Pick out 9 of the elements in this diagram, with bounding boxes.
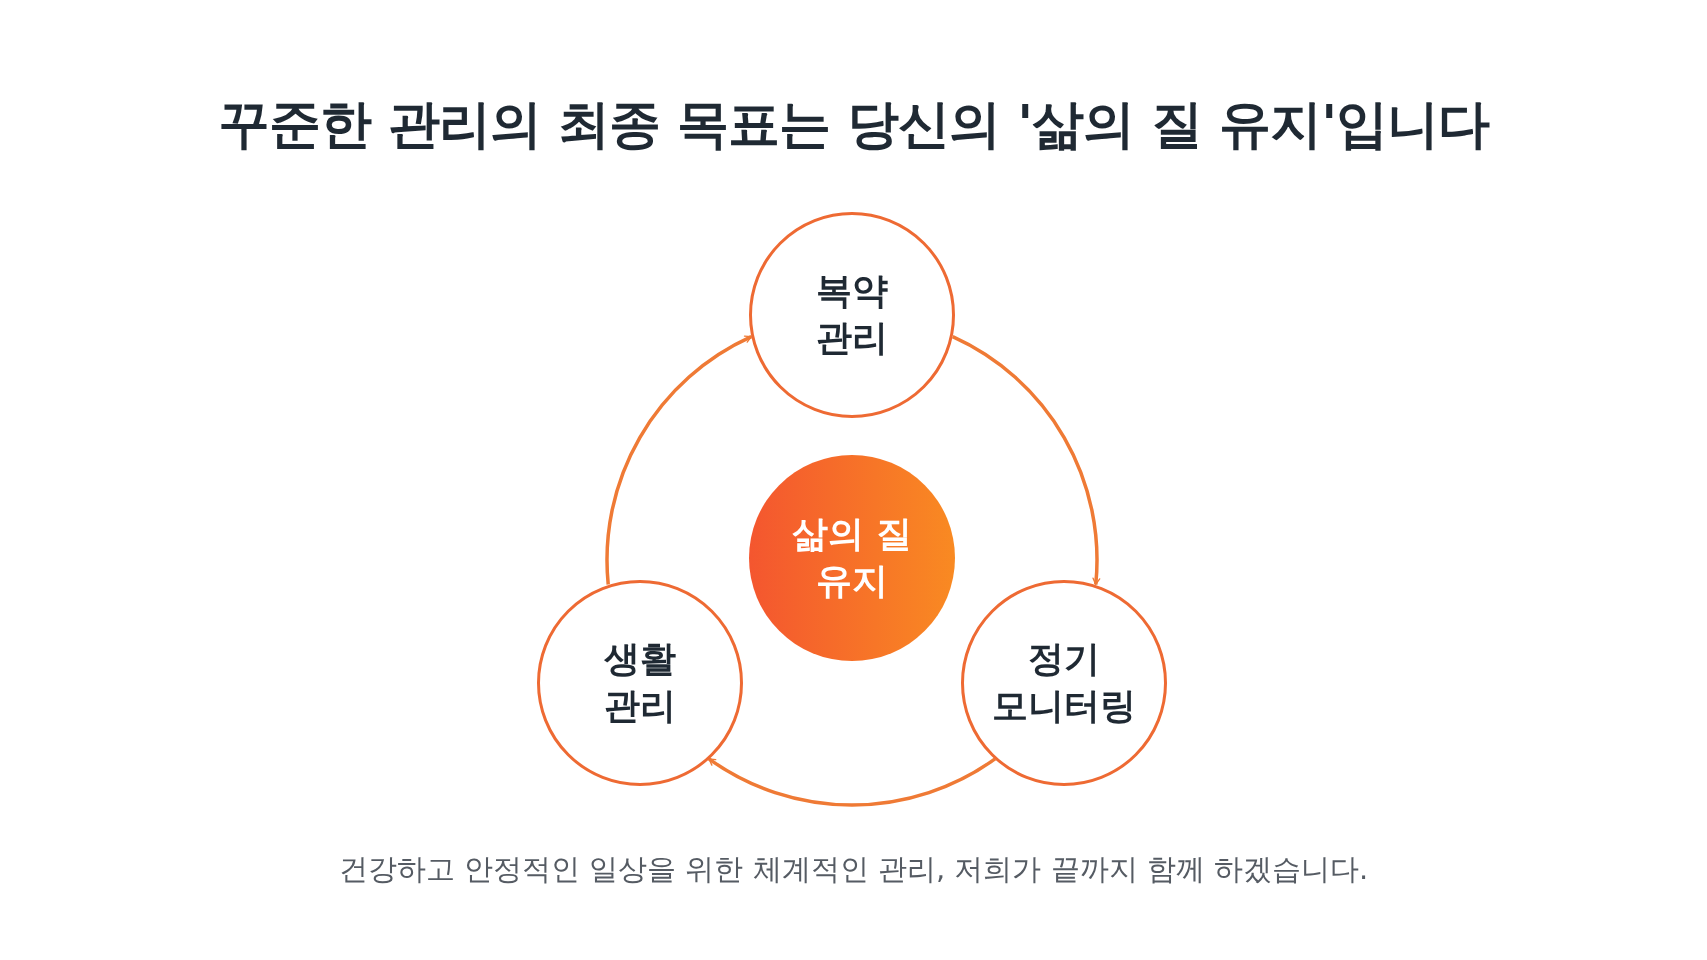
circle-label: 생활 관리 xyxy=(602,636,677,728)
title: 꾸준한 관리의 최종 목표는 당신의 '삶의 질 유지'입니다 xyxy=(216,93,1491,156)
curved-arrow xyxy=(951,335,1100,586)
circle-label: 정기 모니터링 xyxy=(991,636,1138,728)
circle-label: 삶의 질 유지 xyxy=(790,512,914,603)
caption: 건강하고 안정적인 일상을 위한 체계적인 관리, 저희가 끝까지 함께 하겠습니다. xyxy=(337,851,1370,888)
curved-arrow xyxy=(605,335,753,585)
curved-arrow xyxy=(708,757,996,807)
circle-label: 복약 관리 xyxy=(815,269,889,360)
